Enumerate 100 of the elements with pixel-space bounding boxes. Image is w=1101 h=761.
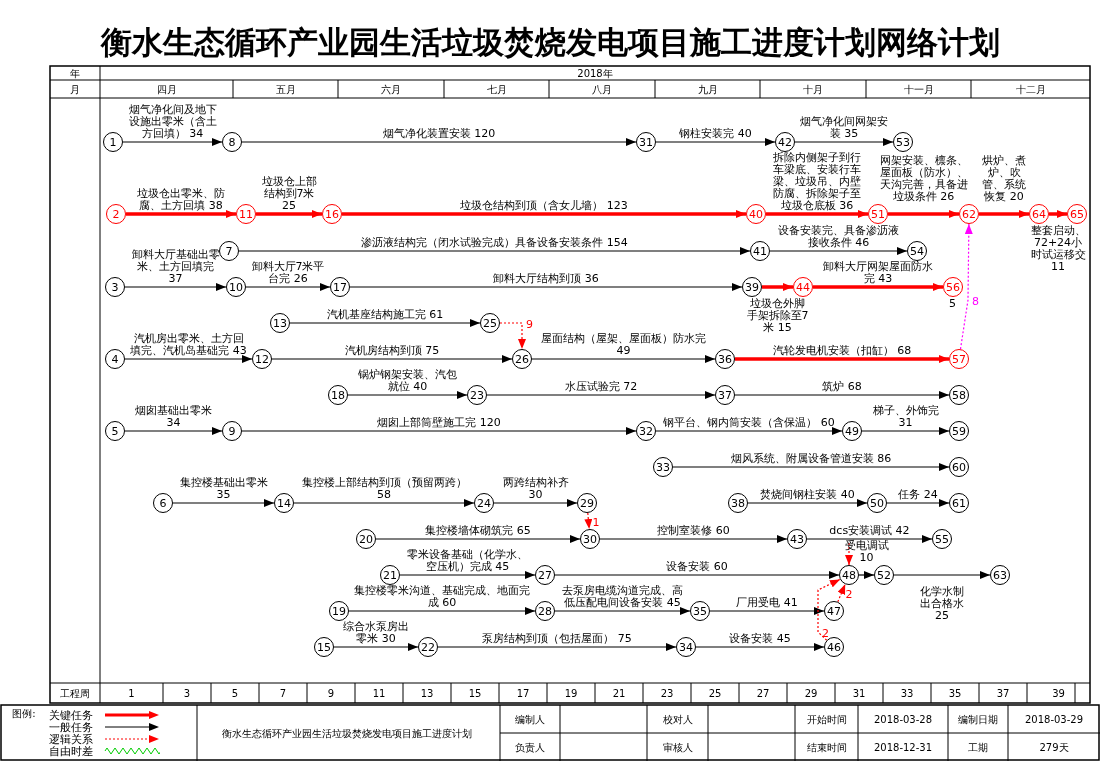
week-number: 31 <box>851 686 867 701</box>
edge-label: 去泵房电缆沟道完成、高低压配电间设备安装 45 <box>561 585 684 609</box>
arrow <box>399 571 536 579</box>
arrow <box>124 355 253 363</box>
critical-arrow <box>342 210 746 218</box>
event-circle: 53 <box>893 132 913 152</box>
arrow <box>655 138 776 146</box>
week-number: 19 <box>563 686 579 701</box>
critical-arrow <box>1049 210 1067 218</box>
event-circle: 13 <box>270 313 290 333</box>
event-circle: 50 <box>867 493 887 513</box>
edge-label: 烟囱上部筒壁施工完 120 <box>376 417 502 429</box>
event-circle: 38 <box>728 493 748 513</box>
arrow <box>531 355 716 363</box>
arrow <box>858 571 875 579</box>
event-circle: 43 <box>787 529 807 549</box>
edge-label: 2 <box>845 589 853 601</box>
arrow <box>806 535 933 543</box>
edge-label: 汽轮发电机安装（扣缸） 68 <box>771 345 913 357</box>
event-circle: 42 <box>775 132 795 152</box>
event-circle: 22 <box>418 637 438 657</box>
edge-label: 钢柱安装完 40 <box>678 128 753 140</box>
edge-label: 烟囱基础出零米 34 <box>134 405 213 429</box>
week-number: 17 <box>515 686 531 701</box>
field-label: 编制人 <box>514 712 546 727</box>
event-circle: 65 <box>1067 204 1087 224</box>
edge-label: 卸料大厅7米平台完 26 <box>251 261 325 285</box>
event-circle: 37 <box>715 385 735 405</box>
field-value: 279天 <box>1038 740 1070 755</box>
event-circle: 27 <box>535 565 555 585</box>
edge-label: 拆除内侧架子到行车梁底、安装行车梁、垃圾吊、内壁防腐、拆除架子至垃圾仓底板 36 <box>772 152 862 212</box>
edge-label: 卸料大厅网架屋面防水完 43 <box>822 261 934 285</box>
event-circle: 54 <box>907 241 927 261</box>
event-circle: 63 <box>990 565 1010 585</box>
field-label: 结束时间 <box>805 740 848 755</box>
float-value: 5 <box>949 298 956 310</box>
edge-label: 汽机基座结构施工完 61 <box>325 309 445 321</box>
event-circle: 19 <box>329 601 349 621</box>
field-label: 开始时间 <box>805 712 848 727</box>
week-number: 3 <box>182 686 192 701</box>
edge-label: dcs安装调试 42 <box>828 525 911 537</box>
event-circle: 60 <box>949 457 969 477</box>
field-value: 2018-03-29 <box>1023 712 1085 727</box>
event-circle: 7 <box>219 241 239 261</box>
event-circle: 5 <box>105 421 125 441</box>
dotted-arrow <box>959 223 973 350</box>
edge-label: 梯子、外饰完 31 <box>871 405 940 429</box>
arrow <box>347 391 468 399</box>
event-circle: 12 <box>252 349 272 369</box>
week-number: 1 <box>127 686 136 701</box>
edge-label: 汽机房结构到顶 75 <box>343 345 441 357</box>
month-heading: 月 <box>69 82 81 97</box>
event-circle: 59 <box>949 421 969 441</box>
edge-label: 集控楼墙体砌筑完 65 <box>424 525 532 537</box>
event-circle: 16 <box>322 204 342 224</box>
edge-label: 设备安装 60 <box>665 561 729 573</box>
month-label: 九月 <box>696 82 719 97</box>
arrow <box>886 499 950 507</box>
critical-arrow <box>888 210 959 218</box>
legend-heading: 图例: <box>11 706 37 720</box>
edge-label: 卸料大厅结构到顶 36 <box>492 273 600 285</box>
arrow <box>375 535 581 543</box>
event-circle: 24 <box>474 493 494 513</box>
edge-label: 垃圾仓外脚手架拆除至7米 15 <box>745 298 810 334</box>
event-circle: 14 <box>274 493 294 513</box>
arrow <box>238 247 751 255</box>
week-number: 7 <box>278 686 288 701</box>
event-circle: 36 <box>715 349 735 369</box>
critical-arrow <box>813 283 943 291</box>
edge-label: 烟风系统、附属设备管道安装 86 <box>729 453 893 465</box>
year-heading: 年 <box>69 66 81 80</box>
event-circle: 31 <box>636 132 656 152</box>
legend-label: 逻辑关系 <box>48 733 94 745</box>
event-circle: 15 <box>314 637 334 657</box>
month-label: 七月 <box>485 82 508 97</box>
edge-label: 两跨结构补齐 30 <box>501 477 570 501</box>
week-number: 25 <box>707 686 723 701</box>
edge-label: 整套启动、72+24小时试运移交 11 <box>1030 225 1086 273</box>
event-circle: 35 <box>690 601 710 621</box>
week-number: 9 <box>326 686 336 701</box>
month-label: 十月 <box>802 82 824 97</box>
arrow <box>554 607 691 615</box>
arrow <box>349 283 743 291</box>
event-circle: 4 <box>105 349 125 369</box>
week-number: 29 <box>803 686 819 701</box>
edge-label: 焚烧间钢柱安装 40 <box>759 489 856 501</box>
event-circle: 9 <box>222 421 242 441</box>
edge-label: 烟气净化装置安装 120 <box>381 128 497 140</box>
event-circle: 10 <box>226 277 246 297</box>
critical-arrow <box>762 283 793 291</box>
event-circle: 20 <box>356 529 376 549</box>
event-circle: 56 <box>943 277 963 297</box>
event-circle: 39 <box>742 277 762 297</box>
week-number: 23 <box>659 686 675 701</box>
event-circle: 49 <box>842 421 862 441</box>
event-circle: 1 <box>103 132 123 152</box>
arrow <box>672 463 950 471</box>
week-number: 11 <box>371 686 387 701</box>
event-circle: 2 <box>106 204 126 224</box>
event-circle: 26 <box>512 349 532 369</box>
